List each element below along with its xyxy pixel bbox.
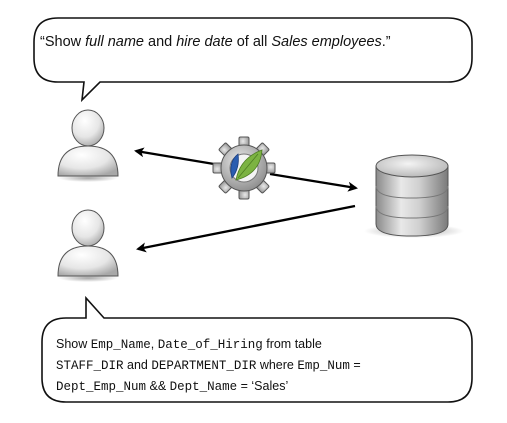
sql-comma: , bbox=[150, 337, 158, 351]
user-icon bbox=[57, 209, 119, 282]
database-icon bbox=[364, 154, 464, 238]
user-icon bbox=[57, 109, 119, 182]
query-text-open: “Show bbox=[40, 34, 86, 50]
sql-translation: Show Emp_Name, Date_of_Hiring from table… bbox=[56, 334, 466, 397]
arrow-gear-to-database bbox=[269, 172, 358, 192]
sql-date-of-hiring: Date_of_Hiring bbox=[157, 338, 263, 352]
sql-from-table: from table bbox=[262, 337, 322, 351]
sql-show: Show bbox=[56, 337, 91, 351]
natural-language-query: “Show full name and hire date of all Sal… bbox=[40, 34, 460, 50]
sql-and: and bbox=[123, 358, 152, 372]
sql-line-2: STAFF_DIR and DEPARTMENT_DIR where Emp_N… bbox=[56, 355, 466, 376]
sql-emp-num: Emp_Num bbox=[297, 359, 350, 373]
query-text-hire-date: hire date bbox=[176, 34, 233, 50]
sql-staff-dir: STAFF_DIR bbox=[56, 359, 124, 373]
query-text-full-name: full name bbox=[85, 34, 144, 50]
bottom-speech-bubble bbox=[41, 295, 473, 403]
sql-equals: = bbox=[349, 358, 361, 372]
leaf-icon bbox=[230, 149, 263, 181]
query-text-sales-employees: Sales employees bbox=[271, 34, 382, 50]
query-text-close: .” bbox=[381, 34, 391, 50]
arrow-database-to-bottom-user bbox=[136, 204, 356, 253]
sql-dept-emp-num: Dept_Emp_Num bbox=[56, 380, 147, 394]
arrow-gear-to-top-user bbox=[134, 147, 221, 167]
sql-line-3: Dept_Emp_Num && Dept_Name = ‘Sales’ bbox=[56, 376, 466, 397]
sql-emp-name: Emp_Name bbox=[90, 338, 151, 352]
sql-amp-and: && bbox=[146, 379, 170, 393]
sql-where: where bbox=[256, 358, 298, 372]
sql-line-1: Show Emp_Name, Date_of_Hiring from table bbox=[56, 334, 466, 355]
sql-department-dir: DEPARTMENT_DIR bbox=[151, 359, 257, 373]
sql-dept-name: Dept_Name bbox=[169, 380, 238, 394]
top-speech-bubble bbox=[33, 17, 473, 103]
query-text-and: and bbox=[143, 34, 177, 50]
sql-equals-sales: = ‘Sales’ bbox=[237, 379, 289, 393]
query-text-of-all: of all bbox=[232, 34, 272, 50]
